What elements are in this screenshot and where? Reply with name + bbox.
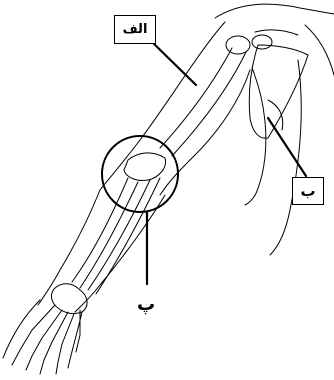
label-alef: الف [114,15,156,44]
carpals [51,284,87,314]
shoulder-outline [215,4,334,18]
leader-line-alef [150,40,196,85]
label-pe: پ [136,294,156,315]
radius [72,178,138,288]
acromion [252,35,272,49]
upper-arm-outer [100,22,225,190]
hand-outline [3,300,82,368]
back-outline [305,25,334,75]
armpit-outline [245,68,266,205]
humerus-head [226,36,250,54]
thumb [76,310,80,352]
scapula [249,45,308,138]
metacarpal-4 [56,314,74,374]
ulna [88,178,160,294]
clavicle [255,30,298,35]
torso-outline [270,60,301,255]
label-be: ب [292,177,324,205]
forearm-outer [38,190,100,305]
elbow-joint [124,153,166,181]
humerus [160,48,246,156]
metacarpal-1 [12,305,55,365]
